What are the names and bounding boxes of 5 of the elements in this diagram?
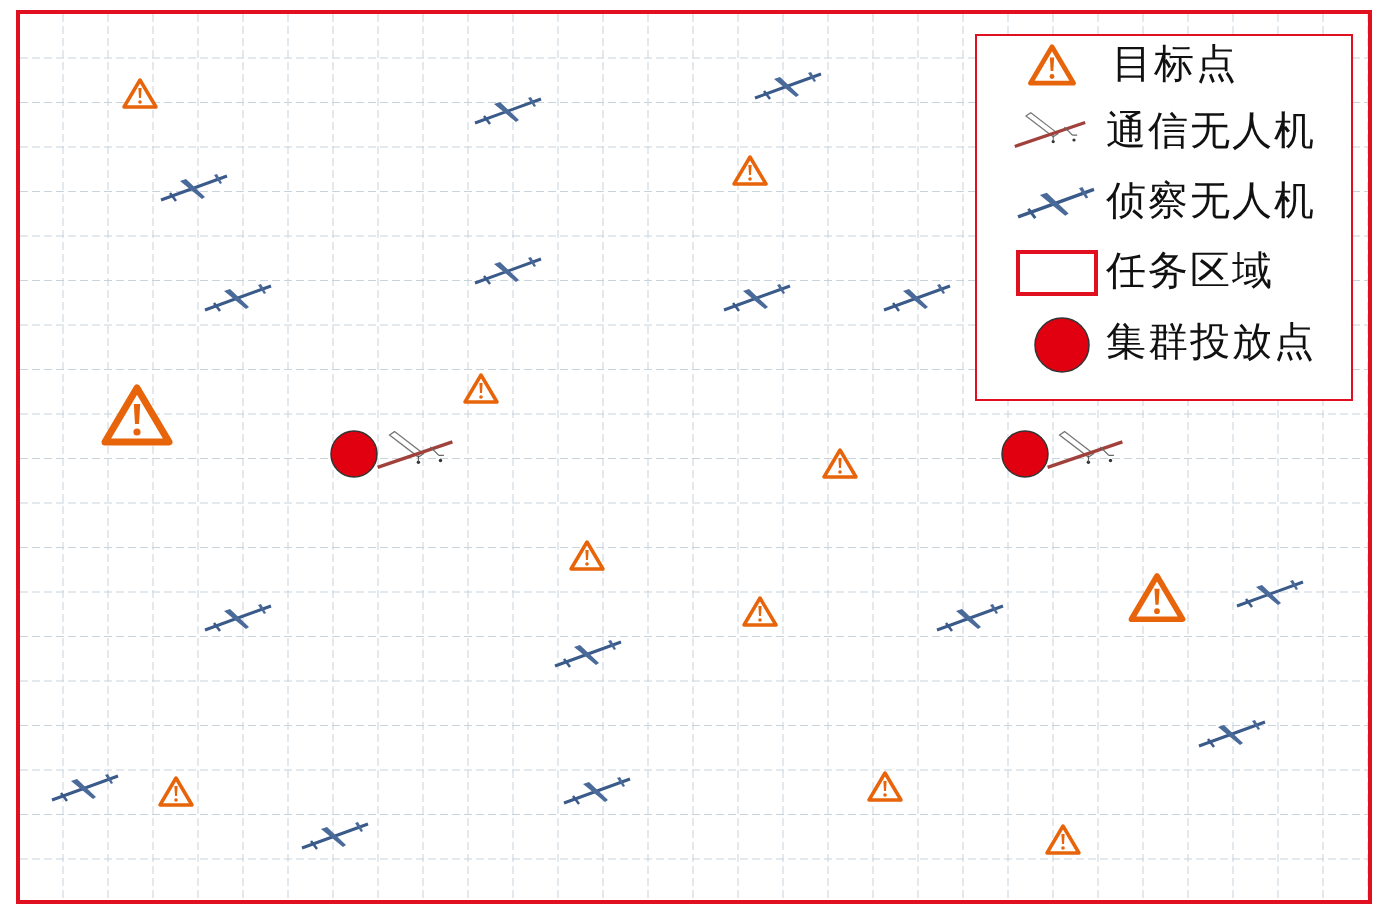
legend-label: 目标点 [1112,39,1238,87]
legend-label: 通信无人机 [1106,106,1316,154]
legend-label: 侦察无人机 [1106,176,1316,224]
legend-label: 任务区域 [1106,246,1274,294]
legend-label: 集群投放点 [1106,317,1316,365]
